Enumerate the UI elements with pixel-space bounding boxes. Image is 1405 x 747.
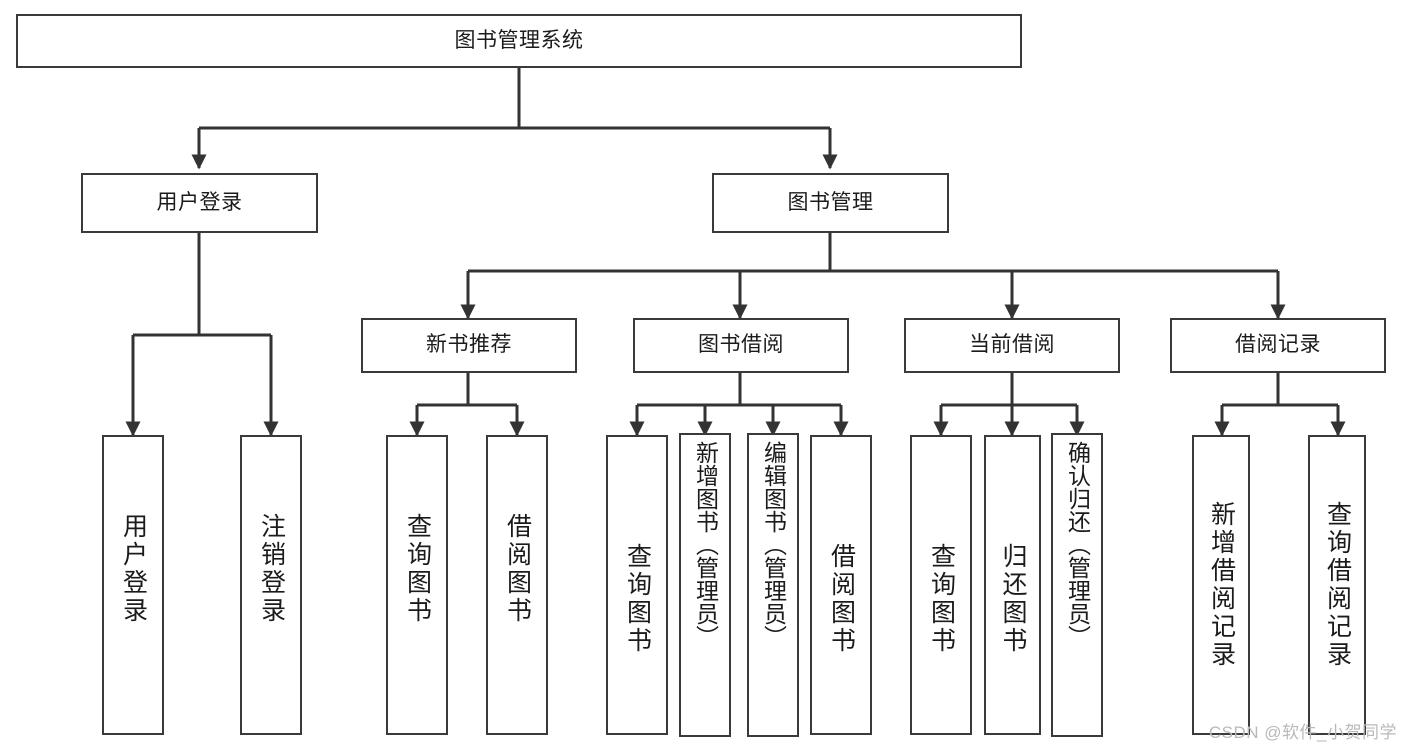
node-user-login[interactable]: 用户登录: [81, 173, 318, 233]
node-root[interactable]: 图书管理系统: [16, 14, 1022, 68]
node-current-borrow[interactable]: 当前借阅: [904, 318, 1120, 373]
leaf-current-return-book[interactable]: 归还图书: [984, 435, 1041, 735]
leaf-user-login[interactable]: 用户登录: [102, 435, 164, 735]
leaf-current-query-book[interactable]: 查询图书: [910, 435, 972, 735]
node-root-label: 图书管理系统: [454, 28, 584, 52]
leaf-recommend-borrow-book[interactable]: 借阅图书: [486, 435, 548, 735]
node-current-borrow-label: 当前借阅: [969, 333, 1055, 357]
node-borrow-record[interactable]: 借阅记录: [1170, 318, 1386, 373]
node-new-book-recommend[interactable]: 新书推荐: [361, 318, 577, 373]
leaf-user-login-label: 用户登录: [119, 513, 148, 625]
leaf-current-return-book-label: 归还图书: [999, 543, 1027, 655]
node-new-book-recommend-label: 新书推荐: [426, 333, 512, 357]
node-book-management[interactable]: 图书管理: [712, 173, 949, 233]
node-book-borrow-label: 图书借阅: [698, 333, 784, 357]
leaf-current-query-book-label: 查询图书: [927, 543, 956, 655]
leaf-user-logout[interactable]: 注销登录: [240, 435, 302, 735]
leaf-borrow-borrow-book-label: 借阅图书: [827, 543, 856, 655]
leaf-record-add-record-label: 新增借阅记录: [1207, 501, 1236, 669]
leaf-borrow-add-book-label: 新增图书（管理员）: [692, 441, 719, 648]
leaf-recommend-query-book[interactable]: 查询图书: [386, 435, 448, 735]
leaf-borrow-add-book[interactable]: 新增图书（管理员）: [679, 433, 731, 737]
leaf-borrow-edit-book[interactable]: 编辑图书（管理员）: [747, 433, 799, 737]
leaf-borrow-query-book[interactable]: 查询图书: [606, 435, 668, 735]
leaf-borrow-query-book-label: 查询图书: [623, 543, 652, 655]
leaf-user-logout-label: 注销登录: [257, 513, 286, 625]
watermark: CSDN @软件_小贺同学: [1208, 723, 1397, 742]
leaf-current-confirm-return-label: 确认归还（管理员）: [1064, 441, 1091, 648]
node-book-management-label: 图书管理: [787, 190, 874, 214]
leaf-current-confirm-return[interactable]: 确认归还（管理员）: [1051, 433, 1103, 737]
leaf-recommend-query-book-label: 查询图书: [403, 513, 432, 625]
node-book-borrow[interactable]: 图书借阅: [633, 318, 849, 373]
leaf-recommend-borrow-book-label: 借阅图书: [503, 513, 532, 625]
node-borrow-record-label: 借阅记录: [1235, 333, 1321, 357]
node-user-login-label: 用户登录: [156, 190, 243, 214]
leaf-record-query-record[interactable]: 查询借阅记录: [1308, 435, 1366, 735]
leaf-borrow-edit-book-label: 编辑图书（管理员）: [760, 441, 787, 648]
leaf-record-add-record[interactable]: 新增借阅记录: [1192, 435, 1250, 735]
leaf-record-query-record-label: 查询借阅记录: [1323, 501, 1352, 669]
leaf-borrow-borrow-book[interactable]: 借阅图书: [810, 435, 872, 735]
